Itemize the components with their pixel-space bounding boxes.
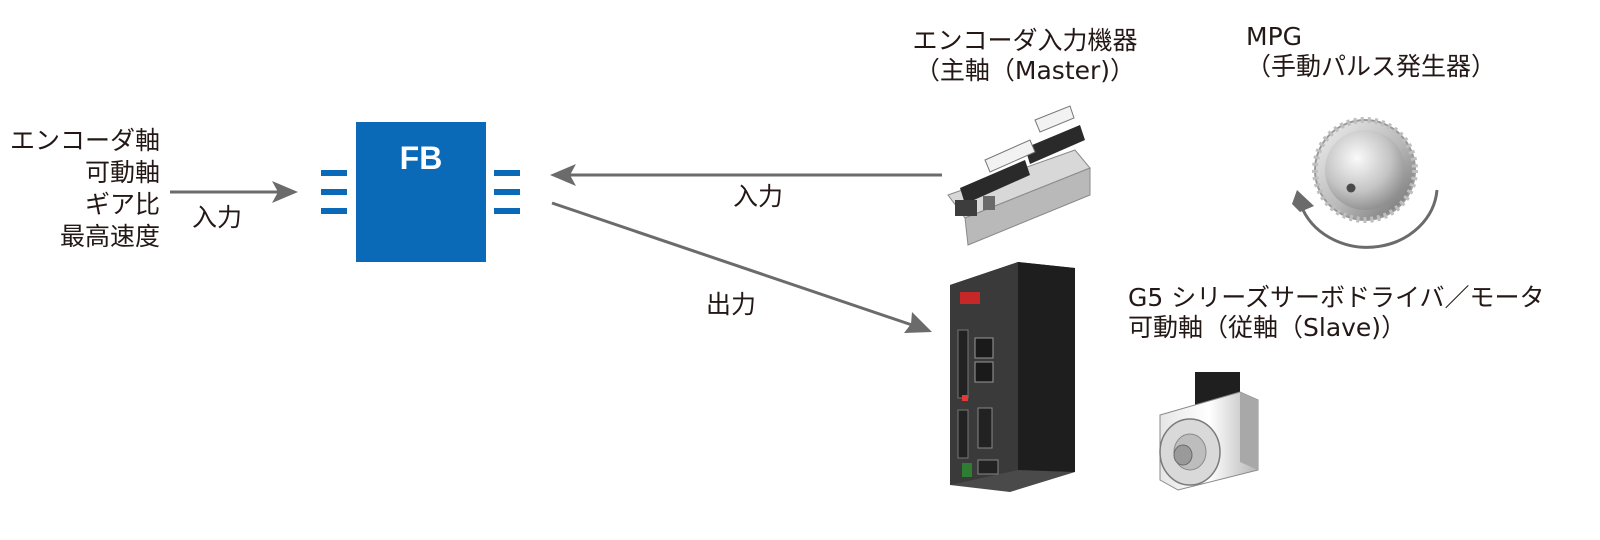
left-input-label: 入力 xyxy=(192,203,243,232)
servo-caption-line1: G5 シリーズサーボドライバ／モータ xyxy=(1128,283,1545,312)
input-arrow-left xyxy=(170,181,298,203)
encoder-input-device-image xyxy=(947,105,1091,246)
input-arrow-from-encoder xyxy=(550,164,942,186)
servo-caption-line2: 可動軸（従軸（Slave)） xyxy=(1128,312,1407,342)
mpg-caption-line1: MPG xyxy=(1246,22,1303,51)
function-block: FB xyxy=(356,122,486,262)
rotation-arrow-icon xyxy=(1292,189,1439,249)
servo-motor-image xyxy=(1159,372,1259,491)
fb-output-pin xyxy=(494,170,520,176)
encoder-device-caption: エンコーダ入力機器 （主軸（Master)） xyxy=(900,26,1150,85)
param-max-speed: 最高速度 xyxy=(59,222,160,251)
fb-output-pin xyxy=(494,208,520,214)
param-encoder-axis: エンコーダ軸 xyxy=(9,126,160,155)
param-gear-ratio: ギア比 xyxy=(84,190,160,219)
output-arrow-to-servo xyxy=(551,201,932,333)
fb-output-pin xyxy=(494,189,520,195)
servo-driver-image xyxy=(950,262,1075,492)
mpg-caption: MPG （手動パルス発生器） xyxy=(1246,22,1496,81)
function-block-label: FB xyxy=(399,140,443,176)
output-arrow-label: 出力 xyxy=(706,290,757,319)
fb-input-pin xyxy=(321,189,347,195)
fb-input-pin xyxy=(321,208,347,214)
servo-caption: G5 シリーズサーボドライバ／モータ 可動軸（従軸（Slave)） xyxy=(1128,283,1544,342)
mpg-caption-line2: （手動パルス発生器） xyxy=(1246,51,1497,81)
fb-input-parameters: エンコーダ軸 可動軸 ギア比 最高速度 xyxy=(2,125,160,253)
encoder-caption-line1: エンコーダ入力機器 xyxy=(912,26,1138,55)
mpg-knob-image xyxy=(1312,117,1418,223)
encoder-caption-line2: （主軸（Master)） xyxy=(914,55,1136,85)
input-arrow-label: 入力 xyxy=(733,182,784,211)
param-movable-axis: 可動軸 xyxy=(84,158,160,187)
fb-input-pin xyxy=(321,170,347,176)
